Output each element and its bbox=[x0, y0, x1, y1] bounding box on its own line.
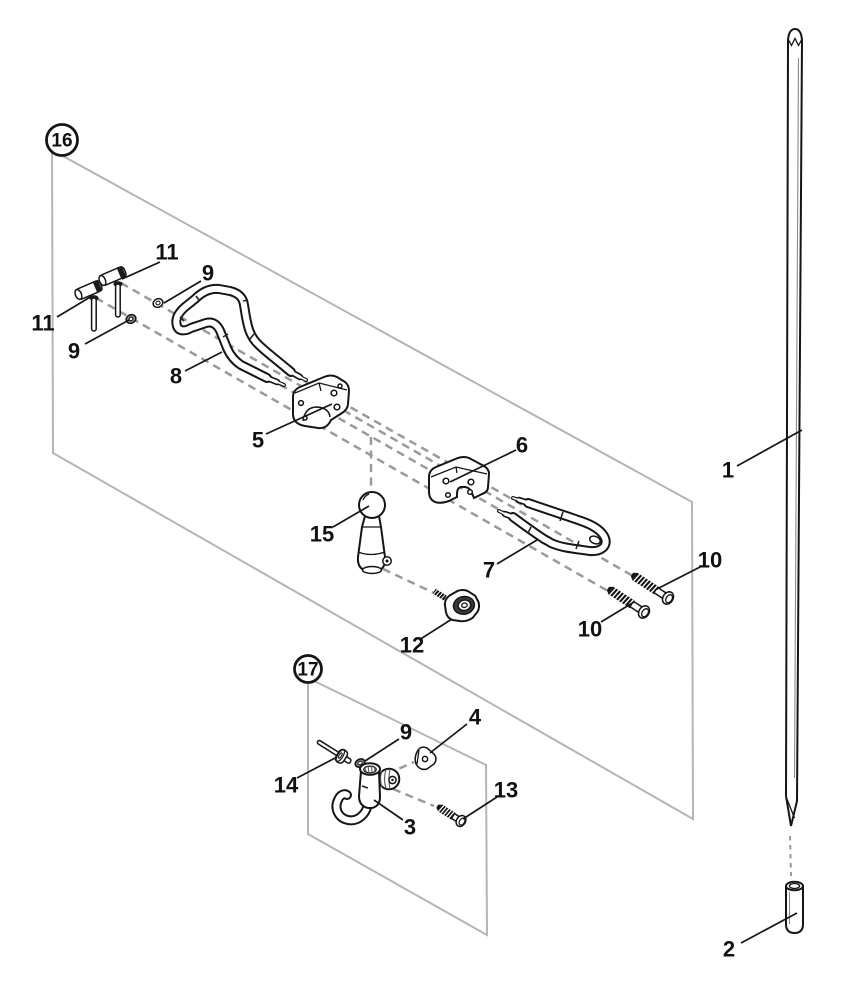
leader-line-4 bbox=[429, 723, 468, 754]
part-label-11: 11 bbox=[31, 311, 54, 336]
part-label-5: 5 bbox=[252, 428, 264, 453]
parts-layer bbox=[72, 27, 804, 935]
leader-line-13 bbox=[462, 796, 498, 820]
leader-line-11 bbox=[56, 295, 93, 318]
leader-line-7 bbox=[496, 539, 538, 565]
part-label-4: 4 bbox=[469, 705, 482, 730]
part-11-toggle-right bbox=[96, 264, 128, 318]
part-label-9: 9 bbox=[400, 720, 412, 745]
part-label-2: 2 bbox=[723, 937, 735, 962]
leader-line-10 bbox=[654, 565, 703, 591]
assembly-guide-lines bbox=[95, 281, 792, 877]
leader-line-9 bbox=[84, 319, 130, 345]
part-label-1: 1 bbox=[722, 458, 734, 483]
part-3-hanger-hook bbox=[331, 762, 401, 826]
leader-line-9 bbox=[364, 738, 400, 762]
part-label-14: 14 bbox=[274, 773, 299, 798]
part-label-3: 3 bbox=[404, 815, 416, 840]
leader-line-10 bbox=[600, 601, 635, 623]
leader-line-2 bbox=[740, 912, 798, 944]
part-13-bolt bbox=[436, 804, 467, 828]
part-8-loop-handle bbox=[171, 283, 308, 387]
part-label-15: 15 bbox=[310, 522, 334, 547]
leader-line-12 bbox=[418, 618, 453, 641]
leader-line-9 bbox=[163, 280, 202, 304]
part-label-11: 11 bbox=[155, 240, 178, 265]
leader-line-3 bbox=[373, 799, 404, 821]
panel-assembly-17 bbox=[307, 676, 489, 937]
part-9-washer-upper bbox=[152, 297, 164, 309]
part-7-loop-handle bbox=[497, 496, 611, 557]
part-label-12: 12 bbox=[400, 633, 424, 658]
part-label-8: 8 bbox=[170, 364, 182, 389]
part-label-9: 9 bbox=[202, 261, 214, 286]
part-label-6: 6 bbox=[516, 433, 528, 458]
part-4-clamp-plate bbox=[414, 746, 437, 771]
part-1-shaft bbox=[784, 27, 804, 827]
leader-line-8 bbox=[184, 351, 223, 372]
assembly-balloon-circle-17 bbox=[293, 654, 323, 684]
part-label-7: 7 bbox=[483, 558, 495, 583]
part-label-10: 10 bbox=[698, 548, 722, 573]
part-15-ball-stem bbox=[356, 491, 392, 575]
part-10-bolt-upper bbox=[627, 568, 677, 608]
part-12-star-knob bbox=[432, 588, 481, 623]
leader-line-14 bbox=[296, 756, 338, 779]
leader-line-11 bbox=[121, 261, 161, 280]
part-14-flanged-pin bbox=[316, 739, 352, 764]
assembly-balloon-circle-16 bbox=[45, 123, 79, 157]
leader-line-1 bbox=[736, 429, 803, 467]
leader-line-5 bbox=[265, 403, 333, 435]
panel-assembly-16 bbox=[50, 148, 695, 821]
leader-line-6 bbox=[449, 449, 517, 483]
part-label-10: 10 bbox=[578, 617, 602, 642]
leader-line-15 bbox=[332, 505, 370, 528]
part-label-13: 13 bbox=[494, 778, 518, 803]
part-6-clamp-block bbox=[428, 456, 491, 504]
assembly-balloon-label-17: 17 bbox=[297, 660, 318, 681]
part-2-end-tube bbox=[785, 880, 804, 935]
part-label-9: 9 bbox=[68, 339, 80, 364]
assembly-balloon-label-16: 16 bbox=[51, 131, 72, 152]
